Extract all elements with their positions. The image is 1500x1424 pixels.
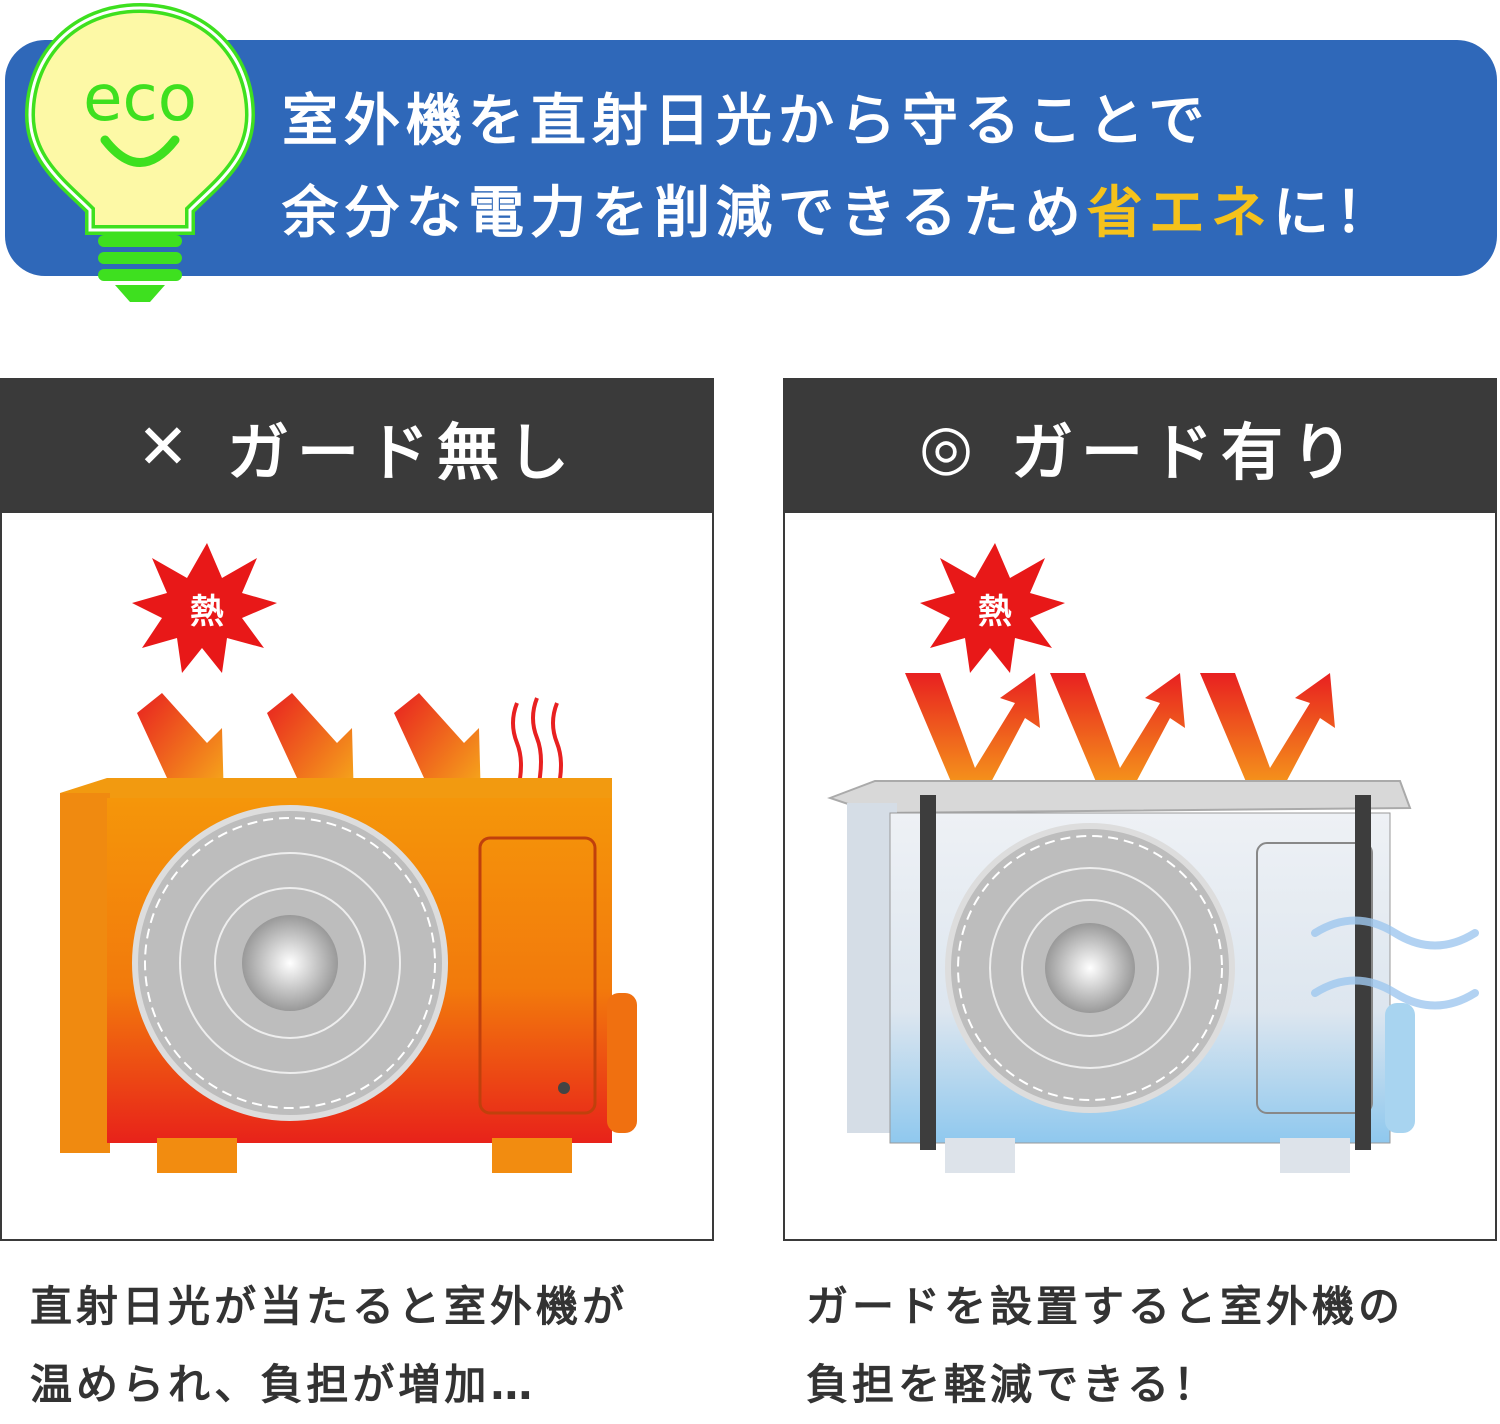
heat-burst-icon: 熱 [132, 543, 277, 673]
ac-unit-guarded-illustration: 熱 [827, 543, 1479, 1173]
svg-text:熱: 熱 [978, 592, 1012, 632]
ac-unit-hot-illustration: 熱 [60, 543, 637, 1173]
sunlight-arrow-icons [137, 693, 481, 803]
double-circle-icon: ◎ [918, 410, 982, 483]
caption-with-guard: ガードを設置すると室外機の負担を軽減できる！ [806, 1282, 1405, 1409]
headline-line-2: 余分な電力を削減できるため省エネに！ [282, 181, 1397, 246]
panel-without-guard: ✕ ガード無し 熱 [0, 378, 714, 1241]
fan-icon [132, 805, 448, 1121]
fan-icon [945, 823, 1235, 1113]
eco-bulb-icon: eco [24, 2, 256, 302]
svg-text:eco: eco [83, 62, 197, 136]
svg-text:熱: 熱 [190, 592, 224, 632]
heat-wave-icon [511, 697, 563, 794]
panel-title: ガード無し [226, 415, 577, 489]
panel-with-guard: ◎ ガード有り 熱 [783, 378, 1497, 1241]
panel-header: ◎ ガード有り [785, 380, 1495, 513]
cool-air-icon [1311, 916, 1479, 1010]
reflected-arrow-icons [905, 673, 1335, 803]
highlight-energy-saving: 省エネ [1086, 181, 1273, 246]
guard-strap [920, 795, 1371, 1150]
caption-without-guard: 直射日光が当たると室外機が温められ、負担が増加… [30, 1282, 629, 1409]
panel-title: ガード有り [1011, 415, 1362, 489]
cross-icon: ✕ [137, 410, 197, 483]
heat-burst-icon: 熱 [920, 543, 1065, 673]
headline-line-1: 室外機を直射日光から守ることで [282, 89, 1211, 154]
panel-header: ✕ ガード無し [2, 380, 712, 513]
headline-banner [5, 40, 1497, 276]
